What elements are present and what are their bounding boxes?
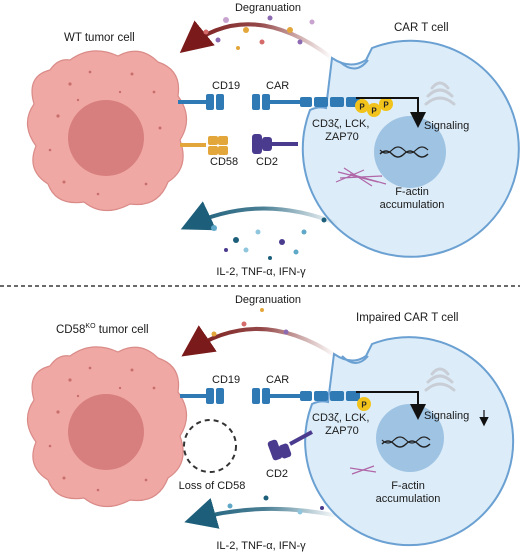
signaling-label: Signaling	[424, 410, 470, 422]
cytokine-dots	[211, 217, 327, 260]
car-t-cell	[301, 39, 520, 258]
cd58-label: CD58	[210, 156, 239, 168]
accumulation-label: accumulation	[375, 493, 441, 505]
cd19-receptor	[180, 388, 224, 404]
phospho-label: P	[361, 401, 367, 410]
cd58ko-tumor-cell	[26, 346, 237, 508]
cd2-label: CD2	[256, 156, 279, 168]
golgi	[424, 367, 456, 392]
signaling-label: Signaling	[424, 120, 470, 132]
phospho-label: P	[371, 107, 377, 116]
car-t-title: CAR T cell	[394, 22, 449, 34]
car-receptor	[252, 388, 360, 404]
car-label: CAR	[266, 374, 290, 386]
signaling-proteins-label-2: ZAP70	[325, 131, 359, 143]
tcell-nucleus	[374, 116, 446, 188]
tumor-nucleus	[68, 394, 144, 470]
cd58ko-title-rest: tumor cell	[95, 324, 149, 336]
car-receptor	[252, 94, 360, 110]
degranulation-label: Degranuation	[234, 294, 302, 306]
cytokine-arrow	[184, 498, 339, 529]
f-actin-label: F-actin	[391, 480, 425, 492]
degranulation-label: Degranuation	[234, 2, 302, 14]
cd2-receptor	[252, 134, 298, 154]
wt-tumor-title: WT tumor cell	[64, 32, 135, 44]
phospho-group	[357, 397, 371, 411]
wt-tumor-cell	[26, 50, 188, 212]
cd58-receptor	[180, 136, 228, 155]
cd2-receptor	[267, 430, 313, 461]
f-actin	[349, 465, 377, 475]
cytokine-arrow	[180, 201, 339, 231]
tcell-nucleus	[376, 404, 444, 472]
loss-of-cd58-label: Loss of CD58	[178, 480, 246, 492]
accumulation-label: accumulation	[379, 199, 445, 211]
cd19-label: CD19	[212, 80, 241, 92]
cytokines-label: IL-2, TNF-α, IFN-γ	[216, 540, 306, 552]
degranulation-arrow	[179, 20, 334, 60]
degranulation-granules	[203, 15, 315, 50]
impaired-car-t-title: Impaired CAR T cell	[356, 312, 459, 324]
phospho-label: P	[359, 103, 365, 112]
cytokines-label: IL-2, TNF-α, IFN-γ	[216, 266, 306, 278]
tumor-granules	[48, 366, 156, 492]
cd58ko-title-sup: KO	[85, 323, 96, 331]
degranulation-arrow	[181, 325, 338, 358]
f-actin-label: F-actin	[395, 186, 429, 198]
phospho-group	[355, 97, 393, 117]
signaling-arrow	[356, 391, 426, 420]
cd58ko-title-main: CD58	[56, 324, 86, 336]
signaling-proteins-label-2: ZAP70	[325, 425, 359, 437]
cd19-label: CD19	[212, 374, 241, 386]
dna	[381, 440, 431, 448]
car-label: CAR	[266, 80, 290, 92]
signaling-arrow	[356, 97, 426, 128]
phospho-label: P	[383, 101, 389, 110]
golgi	[424, 81, 456, 106]
tumor-granules	[48, 70, 162, 196]
cytokine-dots	[227, 495, 324, 515]
signaling-proteins-label: CD3ζ, LCK,	[312, 412, 370, 424]
degranulation-granules	[211, 308, 289, 337]
impaired-car-t-cell	[304, 336, 515, 547]
cd2-label: CD2	[266, 468, 289, 480]
cd58ko-tumor-title: CD58KO tumor cell	[56, 323, 149, 336]
cd19-receptor	[178, 94, 224, 110]
loss-of-cd58-circle	[183, 419, 237, 473]
signaling-proteins-label: CD3ζ, LCK,	[312, 118, 370, 130]
tumor-nucleus	[68, 100, 144, 176]
f-actin	[335, 167, 387, 187]
dna	[379, 150, 429, 158]
